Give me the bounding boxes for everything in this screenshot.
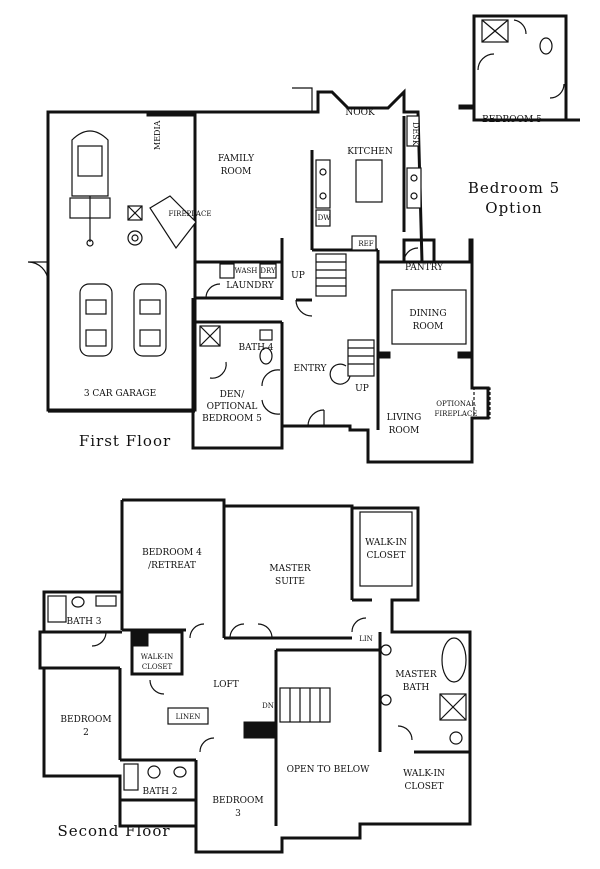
stairs-icon bbox=[315, 253, 375, 385]
boat-icon bbox=[69, 130, 111, 247]
second-floor-plan bbox=[38, 498, 472, 854]
kitchen-label: KITCHEN bbox=[347, 147, 393, 157]
master-walk-in-label-1: WALK-IN bbox=[403, 769, 445, 779]
kitchen-island bbox=[355, 159, 383, 203]
family-room-label-2: ROOM bbox=[221, 167, 252, 177]
laundry-label: LAUNDRY bbox=[226, 281, 275, 291]
first-floor-title: First Floor bbox=[79, 432, 171, 450]
dry-label: DRY bbox=[260, 267, 276, 275]
fireplace-icon bbox=[149, 195, 197, 250]
den-label-3: BEDROOM 5 bbox=[202, 414, 262, 424]
loft-label: LOFT bbox=[213, 680, 239, 690]
master-suite-label-2: SUITE bbox=[275, 577, 305, 587]
bedroom-4-label-1: BEDROOM 4 bbox=[142, 548, 202, 558]
option-title-line1: Bedroom 5 bbox=[468, 179, 560, 197]
wash-label: WASH bbox=[235, 267, 258, 275]
first-floor-plan bbox=[27, 87, 491, 464]
family-room-label-1: FAMILY bbox=[218, 154, 255, 164]
bath-4-label: BATH 4 bbox=[238, 343, 273, 353]
bath-2-label: BATH 2 bbox=[142, 787, 177, 797]
dw-label: DW bbox=[318, 214, 332, 222]
second-floor-title: Second Floor bbox=[57, 822, 170, 840]
dining-room-label-1: DINING bbox=[409, 309, 446, 319]
car-icon bbox=[133, 283, 167, 357]
den-label-2: OPTIONAL bbox=[207, 402, 258, 412]
dn-label: DN bbox=[262, 702, 274, 710]
linen-label: LINEN bbox=[176, 713, 201, 721]
small-closet-label-1: WALK-IN bbox=[141, 653, 174, 661]
option-title-line2: Option bbox=[485, 199, 542, 217]
house-walls bbox=[148, 88, 490, 464]
den-label-1: DEN/ bbox=[220, 390, 246, 400]
up-label: UP bbox=[291, 271, 305, 281]
bedroom-2-label-2: 2 bbox=[83, 728, 89, 738]
master-bath-label-2: BATH bbox=[403, 683, 430, 693]
pantry-label: PANTRY bbox=[405, 263, 444, 273]
garage-label: 3 CAR GARAGE bbox=[84, 389, 156, 399]
living-room-label-1: LIVING bbox=[387, 413, 422, 423]
second-floor-walls bbox=[38, 498, 472, 854]
bedroom-5-label: BEDROOM 5 bbox=[482, 115, 542, 125]
desk-label: DESK bbox=[411, 122, 420, 147]
bedroom-3-label-1: BEDROOM bbox=[212, 796, 263, 806]
dining-rug bbox=[391, 289, 467, 345]
master-suite-label-1: MASTER bbox=[269, 564, 310, 574]
bath-3-label: BATH 3 bbox=[66, 617, 101, 627]
bedroom-2-label-1: BEDROOM bbox=[60, 715, 111, 725]
optional-fireplace-label-2: FIREPLACE bbox=[435, 410, 478, 418]
linen-closet-label: LIN bbox=[359, 635, 373, 643]
car-icon bbox=[79, 283, 113, 357]
master-walk-in-label-2: CLOSET bbox=[405, 782, 444, 792]
master-bath-label-1: MASTER bbox=[395, 670, 436, 680]
nook-label: NOOK bbox=[345, 108, 375, 118]
bedroom-4-label-2: /RETREAT bbox=[148, 561, 196, 571]
living-room-label-2: ROOM bbox=[389, 426, 420, 436]
media-label: MEDIA bbox=[153, 120, 162, 150]
walk-in-closet-label-2: CLOSET bbox=[367, 551, 406, 561]
bedroom-5-option-plan bbox=[458, 14, 580, 122]
optional-fireplace-label-1: OPTIONAL bbox=[436, 400, 476, 408]
open-to-below-label: OPEN TO BELOW bbox=[287, 765, 371, 775]
railing bbox=[243, 721, 277, 739]
small-closet-label-2: CLOSET bbox=[142, 663, 173, 671]
bedroom-3-label-2: 3 bbox=[235, 809, 241, 819]
up-label: UP bbox=[355, 384, 369, 394]
garage-walls bbox=[46, 110, 197, 412]
fireplace-label: FIREPLACE bbox=[169, 210, 212, 218]
entry-label: ENTRY bbox=[294, 364, 328, 374]
dining-room-label-2: ROOM bbox=[413, 322, 444, 332]
walk-in-closet-label-1: WALK-IN bbox=[365, 538, 407, 548]
ref-label: REF bbox=[358, 240, 373, 248]
